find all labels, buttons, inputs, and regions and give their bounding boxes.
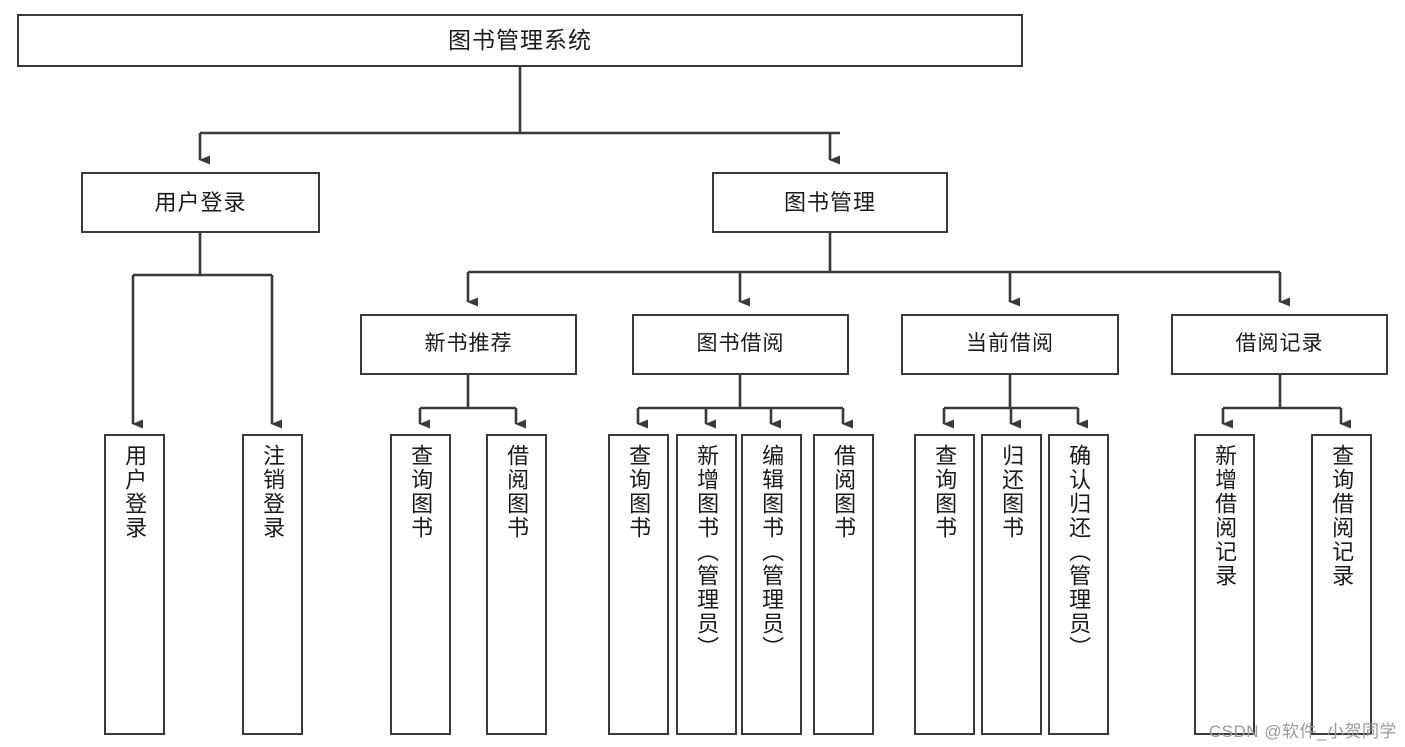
node-root[interactable]: 图书管理系统 bbox=[17, 14, 1023, 67]
leaf-record-add-record[interactable]: 新增借阅记录 bbox=[1194, 434, 1255, 735]
leaf-borrow-edit-book[interactable]: 编辑图书（管理员） bbox=[741, 434, 802, 735]
node-user-login[interactable]: 用户登录 bbox=[81, 172, 320, 233]
leaf-borrow-query-book[interactable]: 查询图书 bbox=[608, 434, 669, 735]
node-root-label: 图书管理系统 bbox=[448, 26, 592, 53]
node-book-management[interactable]: 图书管理 bbox=[712, 172, 948, 233]
leaf-current-return-book[interactable]: 归还图书 bbox=[981, 434, 1042, 735]
leaf-recommend-borrow-book-label: 借阅图书 bbox=[504, 444, 530, 540]
node-book-borrow[interactable]: 图书借阅 bbox=[632, 314, 849, 375]
leaf-user-login-logout[interactable]: 注销登录 bbox=[242, 434, 303, 735]
node-borrow-record[interactable]: 借阅记录 bbox=[1171, 314, 1388, 375]
leaf-recommend-query-book[interactable]: 查询图书 bbox=[390, 434, 451, 735]
leaf-record-add-record-label: 新增借阅记录 bbox=[1212, 444, 1238, 588]
leaf-user-login-login-label: 用户登录 bbox=[122, 444, 148, 540]
leaf-borrow-query-book-label: 查询图书 bbox=[626, 444, 652, 540]
leaf-borrow-edit-book-label: 编辑图书（管理员） bbox=[759, 444, 785, 660]
leaf-user-login-login[interactable]: 用户登录 bbox=[104, 434, 165, 735]
node-new-book-recommend-label: 新书推荐 bbox=[424, 332, 513, 356]
leaf-borrow-add-book-label: 新增图书（管理员） bbox=[694, 444, 720, 660]
node-current-borrow-label: 当前借阅 bbox=[966, 332, 1054, 356]
node-borrow-record-label: 借阅记录 bbox=[1235, 332, 1324, 356]
leaf-borrow-borrow-book[interactable]: 借阅图书 bbox=[813, 434, 874, 735]
node-user-login-label: 用户登录 bbox=[154, 189, 247, 215]
leaf-current-query-book[interactable]: 查询图书 bbox=[914, 434, 975, 735]
node-book-management-label: 图书管理 bbox=[783, 189, 876, 215]
leaf-borrow-add-book[interactable]: 新增图书（管理员） bbox=[676, 434, 737, 735]
node-new-book-recommend[interactable]: 新书推荐 bbox=[360, 314, 577, 375]
leaf-current-confirm-return[interactable]: 确认归还（管理员） bbox=[1048, 434, 1109, 735]
leaf-record-query-record-label: 查询借阅记录 bbox=[1329, 444, 1355, 588]
node-current-borrow[interactable]: 当前借阅 bbox=[901, 314, 1119, 375]
leaf-recommend-borrow-book[interactable]: 借阅图书 bbox=[486, 434, 547, 735]
leaf-user-login-logout-label: 注销登录 bbox=[260, 444, 286, 540]
leaf-record-query-record[interactable]: 查询借阅记录 bbox=[1311, 434, 1372, 735]
leaf-current-query-book-label: 查询图书 bbox=[932, 444, 958, 540]
leaf-current-confirm-return-label: 确认归还（管理员） bbox=[1066, 444, 1092, 660]
watermark: CSDN @软件_小贺同学 bbox=[1208, 722, 1397, 741]
leaf-borrow-borrow-book-label: 借阅图书 bbox=[831, 444, 857, 540]
node-book-borrow-label: 图书借阅 bbox=[696, 332, 785, 356]
leaf-recommend-query-book-label: 查询图书 bbox=[408, 444, 434, 540]
leaf-current-return-book-label: 归还图书 bbox=[999, 444, 1025, 540]
